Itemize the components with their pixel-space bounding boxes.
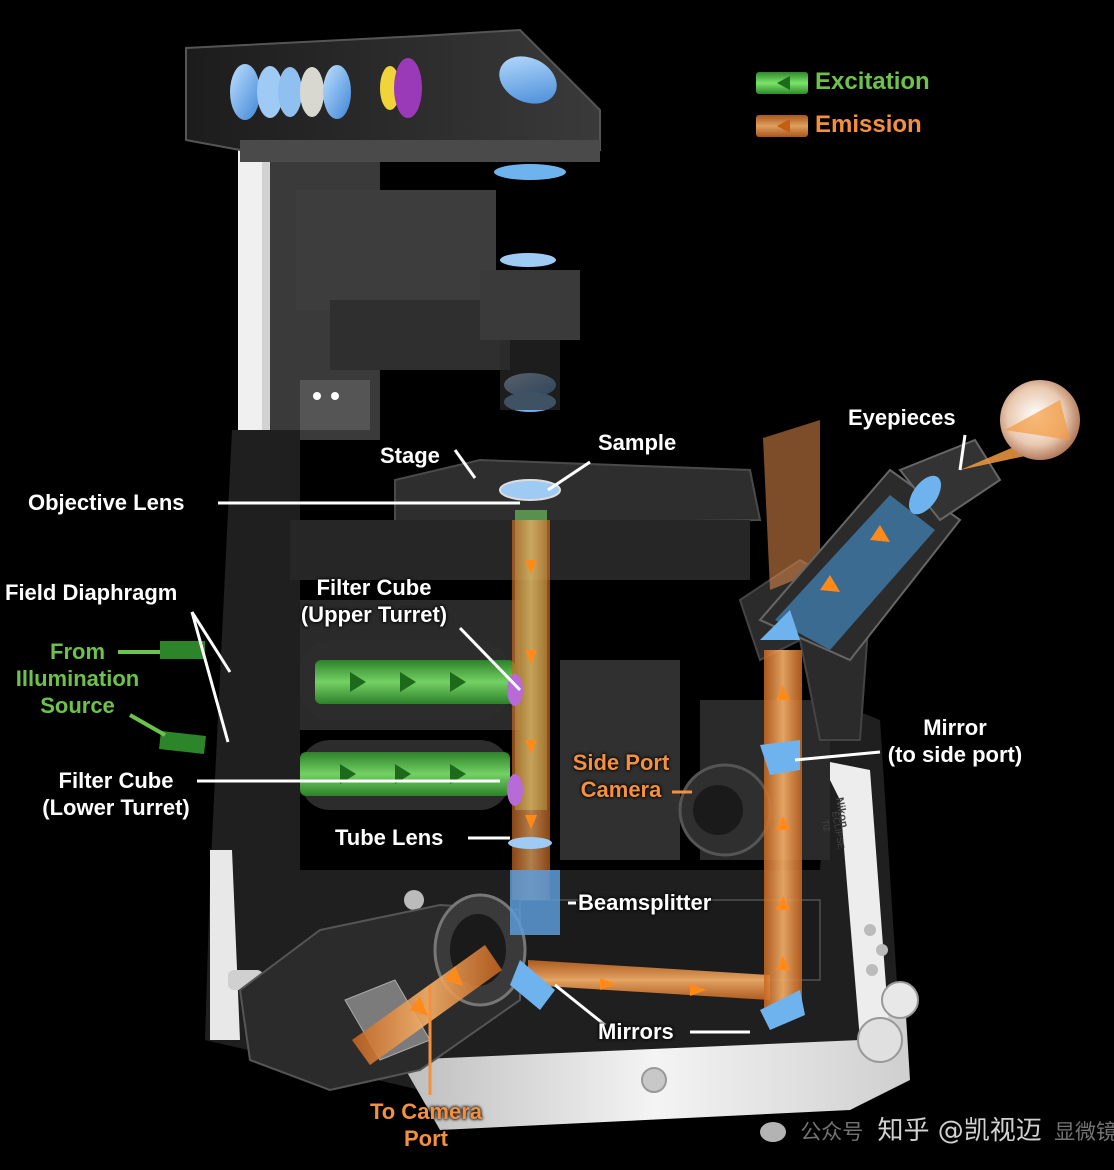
label-filter-cube-upper: Filter Cube (Upper Turret) (288, 574, 460, 628)
label-filter-cube-upper-line2: (Upper Turret) (300, 602, 448, 627)
label-stage: Stage (380, 443, 440, 468)
label-from-line2: Illumination (15, 666, 140, 691)
label-mirror-side-line2: (to side port) (887, 742, 1023, 767)
svg-text:Ti2: Ti2 (820, 819, 832, 833)
label-from-illumination-source: From Illumination Source (0, 638, 155, 719)
top-lenses (230, 56, 580, 412)
legend-excitation-label: Excitation (815, 68, 930, 95)
label-filter-cube-lower-line2: (Lower Turret) (42, 795, 190, 820)
wechat-icon (760, 1121, 786, 1142)
watermark: 公众号 知乎 @凯视迈 显微镜 (760, 1110, 1114, 1147)
label-mirrors: Mirrors (598, 1019, 674, 1044)
label-objective-lens: Objective Lens (28, 490, 185, 515)
orange-leader-lines (428, 790, 692, 1095)
label-mirror-side-port: Mirror (to side port) (876, 714, 1034, 768)
eyepiece-tube (758, 380, 1080, 662)
label-filter-cube-lower: Filter Cube (Lower Turret) (30, 767, 202, 821)
green-leader-lines (118, 650, 166, 737)
leader-lines (190, 434, 967, 1034)
svg-text:Nikon: Nikon (833, 796, 850, 828)
legend-emission-label: Emission (815, 111, 922, 138)
label-mirror-side-line1: Mirror (923, 715, 987, 740)
label-field-diaphragm: Field Diaphragm (5, 580, 178, 605)
watermark-zhihu: 知乎 @凯视迈 (877, 1116, 1042, 1146)
label-from-line1: From (50, 639, 105, 664)
watermark-platform: 公众号 (800, 1120, 864, 1144)
emission-beams (352, 520, 802, 1065)
label-filter-cube-lower-line1: Filter Cube (58, 768, 174, 793)
label-to-camera-line1: To Camera (369, 1099, 483, 1124)
legend-swatches (756, 72, 808, 137)
label-from-line3: Source (40, 693, 115, 718)
label-tube-lens: Tube Lens (335, 825, 444, 850)
label-side-port-line1: Side Port (572, 750, 670, 775)
label-sample: Sample (598, 430, 677, 455)
label-beamsplitter: Beamsplitter (578, 890, 712, 915)
label-to-camera-line2: Port (404, 1126, 448, 1151)
label-eyepieces: Eyepieces (848, 405, 956, 430)
label-filter-cube-upper-line1: Filter Cube (316, 575, 432, 600)
label-side-port-line2: Camera (580, 777, 662, 802)
label-to-camera-port: To Camera Port (355, 1098, 497, 1152)
optical-elements (499, 479, 805, 1030)
label-side-port-camera: Side Port Camera (556, 749, 686, 803)
watermark-faded: 显微镜 (1054, 1120, 1114, 1144)
